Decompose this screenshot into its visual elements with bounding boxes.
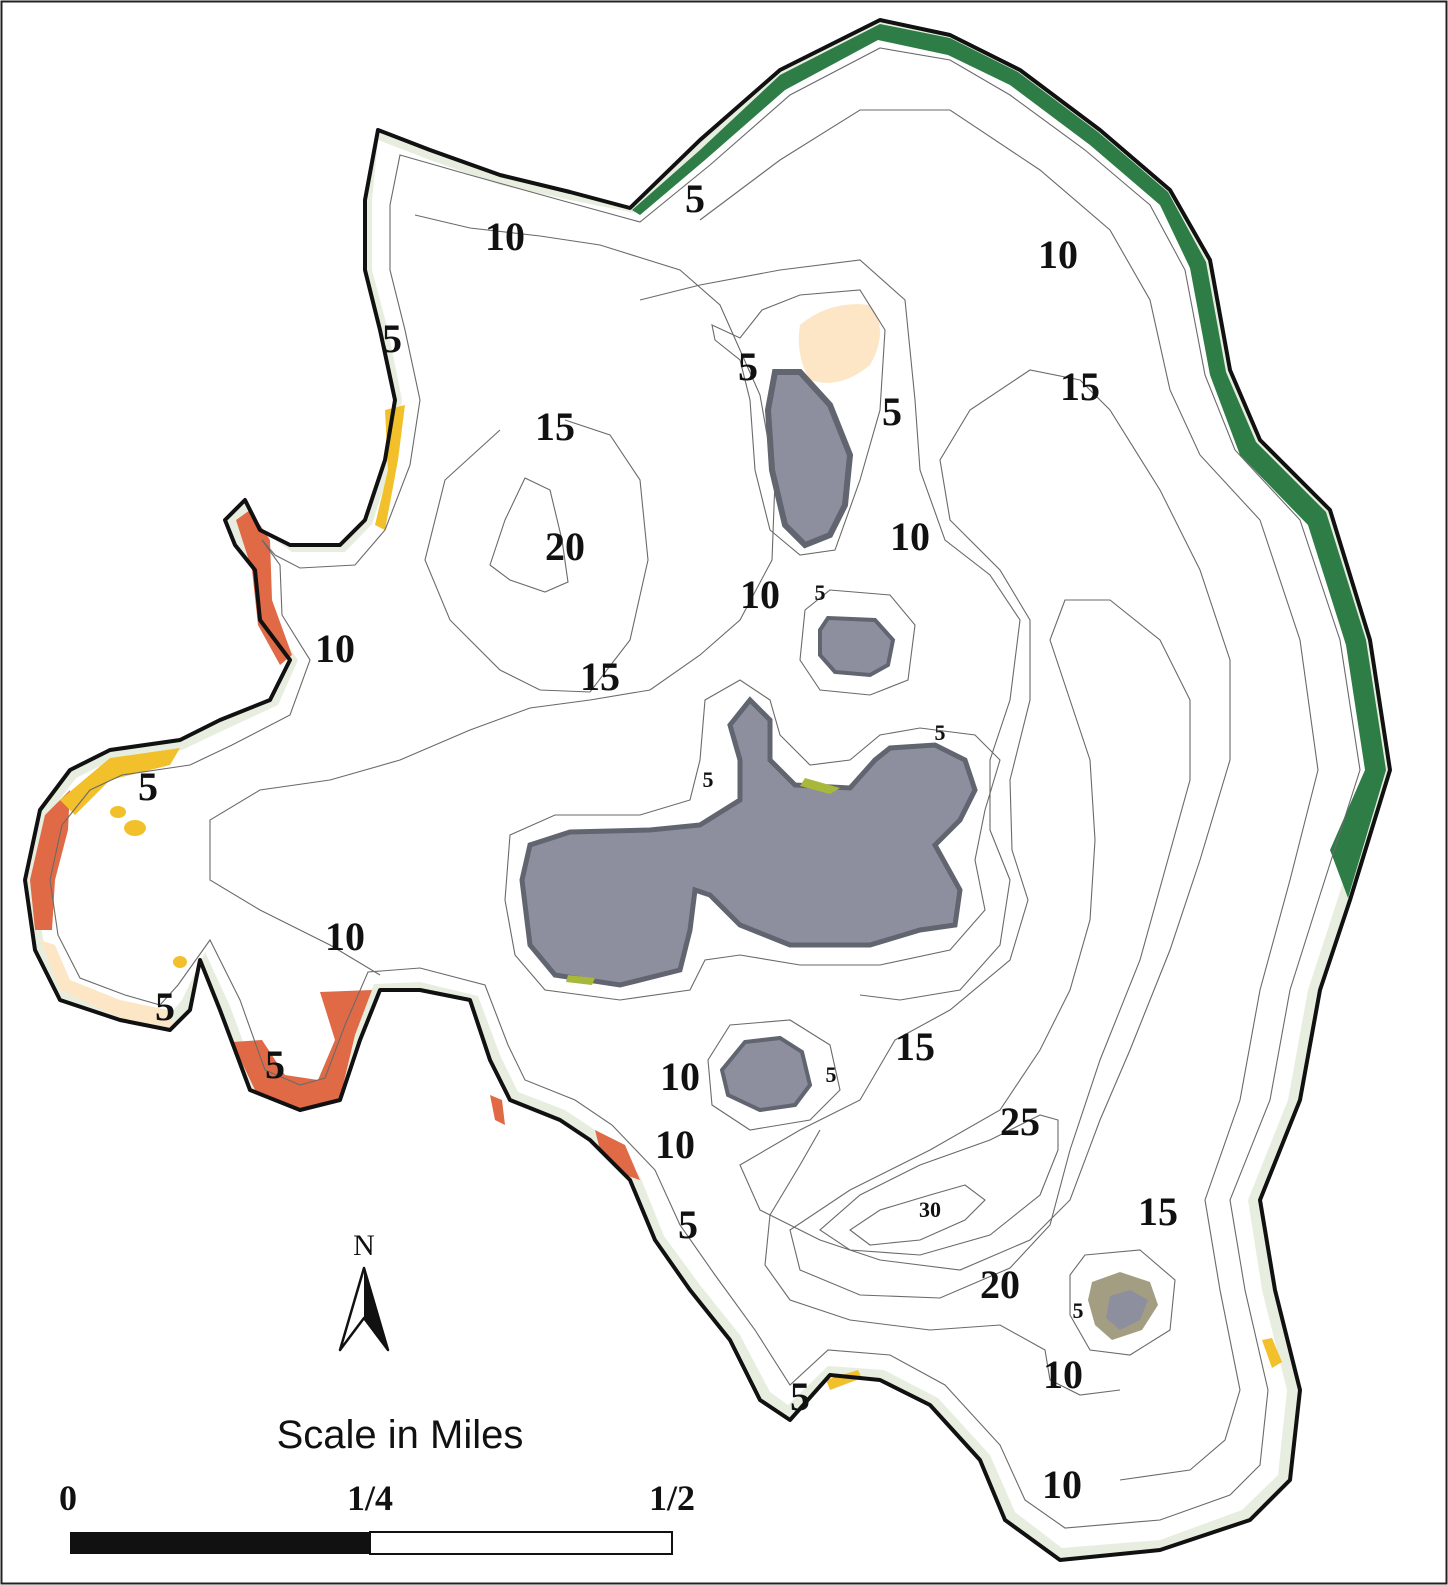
scale-tick-2: 1/2 [649,1478,695,1518]
depth-label: 10 [655,1122,695,1167]
lake-water [34,30,1378,1548]
depth-label: 15 [895,1024,935,1069]
contour-5-north-island [711,289,886,556]
contour-30 [849,1184,986,1246]
depth-labels: 5 10 10 5 5 5 15 15 20 10 10 5 10 15 5 5 5 10 5 5 15 10 5 10 25 3… [138,176,1178,1507]
depth-label: 10 [1042,1462,1082,1507]
cream-patch-north [798,304,880,383]
depth-label: 30 [919,1197,941,1222]
depth-label: 5 [265,1042,285,1087]
depth-label: 5 [935,720,946,745]
depth-label: 5 [882,389,902,434]
olive-patch-2 [566,975,595,985]
yellow-patch-west [60,748,180,815]
depth-label: 10 [485,214,525,259]
depth-label: 10 [890,514,930,559]
yellow-dot-2 [124,820,146,836]
depth-label: 10 [1043,1352,1083,1397]
island-main [519,696,978,988]
depth-label: 15 [580,654,620,699]
depth-label: 10 [1038,232,1078,277]
contour-around-center-island [799,589,916,696]
contour-20-west [489,477,569,593]
depth-label: 5 [826,1062,837,1087]
contour-15-west [424,419,649,693]
scale-bar-black-segment [70,1532,370,1554]
contour-around-main-island [504,679,1001,1001]
contour-10-south [764,1129,1121,1396]
scale-bar-white-segment [369,1531,673,1555]
orange-patch-notch [236,510,292,665]
scale-bar: Scale in Miles 0 1/4 1/2 [59,1413,695,1555]
orange-patch-south2 [595,1130,640,1180]
depth-label: 5 [678,1202,698,1247]
island-southeast [1106,1290,1148,1330]
depth-label: 5 [685,176,705,221]
island-north [764,369,854,549]
depth-label: 5 [138,764,158,809]
north-letter: N [353,1229,375,1262]
north-arrow-fill [364,1268,388,1350]
depth-label: 10 [660,1054,700,1099]
orange-patch-southwest [232,990,372,1108]
depth-label: 15 [1060,364,1100,409]
orange-patch-west [30,790,70,930]
depth-label: 20 [980,1262,1020,1307]
shoreline [23,18,1392,1562]
cream-patch-southwest [40,940,175,1028]
depth-label: 5 [738,344,758,389]
depth-label: 5 [155,984,175,1029]
contour-around-se-island [1069,1249,1176,1356]
scale-tick-1: 1/4 [347,1478,393,1518]
depth-label: 15 [535,404,575,449]
contour-20-east [789,599,1191,1299]
contour-10-west [209,214,776,976]
depth-label: 10 [325,914,365,959]
contour-5-outer [49,47,1361,1529]
depth-label: 5 [815,580,826,605]
yellow-dot-1 [110,806,126,818]
contour-10-north-island [639,259,1021,1001]
contour-25 [819,1114,1059,1256]
depth-label: 10 [740,572,780,617]
yellow-dot-3 [173,956,187,968]
north-arrow: N [338,1229,390,1352]
yellow-patch-east [1262,1338,1282,1368]
scale-tick-0: 0 [59,1478,77,1518]
depth-label: 10 [315,626,355,671]
yellow-patch-northwest [375,405,405,530]
olive-patch-1 [800,778,840,794]
orange-patch-south1 [490,1095,505,1125]
island-south [719,1035,813,1113]
scale-title: Scale in Miles [277,1413,524,1457]
depth-label: 20 [545,524,585,569]
depth-label: 5 [703,767,714,792]
depth-label: 5 [382,316,402,361]
island-small-center [818,615,896,678]
depth-label: 5 [1073,1298,1084,1323]
yellow-patch-south [826,1370,862,1390]
depth-label: 5 [790,1374,810,1419]
contour-15-east [739,369,1231,1271]
depth-label: 25 [1000,1099,1040,1144]
depth-label: 15 [1138,1189,1178,1234]
contour-10-north-east [699,109,1319,1481]
contour-around-south-island [707,1019,841,1131]
